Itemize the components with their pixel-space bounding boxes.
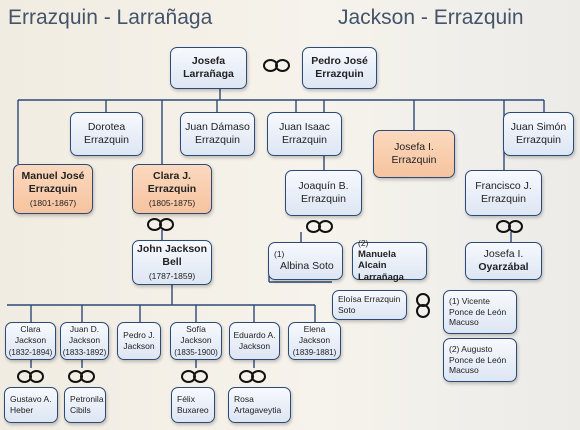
person-name: Joaquín B. Errazquin	[298, 179, 349, 205]
person-dates: (1835-1900)	[174, 347, 218, 357]
person-josefa-i-oyarzabal: Josefa I.Oyarzábal	[465, 242, 542, 280]
person-name: Pedro J. Jackson	[123, 330, 155, 351]
marriage-rings-icon	[415, 292, 433, 322]
person-juan-d-jackson: Juan D. Jackson (1833-1892)	[60, 322, 109, 360]
person-sofia-jackson: Sofía Jackson (1835-1900)	[170, 322, 222, 360]
person-francisco-j-errazquin: Francisco J. Errazquin	[465, 170, 542, 216]
person-albina-soto: (1)Albina Soto	[268, 242, 343, 280]
person-petronila-cibils: Petronila Cibils	[64, 387, 106, 423]
person-dates: (1839-1881)	[292, 347, 337, 357]
person-name: Rosa Artagaveytia	[234, 394, 282, 415]
person-name: (2) Augusto Ponce de León Macuso	[449, 344, 507, 376]
person-name: Juan Isaac Errazquin	[279, 120, 330, 146]
person-name: Clara Jackson	[14, 324, 47, 345]
person-name: Félix Buxareo	[177, 394, 209, 415]
person-juan-isaac-errazquin: Juan Isaac Errazquin	[267, 112, 342, 156]
person-name: Juan Simón Errazquin	[510, 120, 567, 146]
person-name: Clara J. Errazquin	[147, 169, 197, 195]
marriage-order: (1)	[274, 249, 285, 260]
person-name: Manuela Alcain Larrañaga	[358, 248, 404, 284]
person-surname: Oyarzábal	[478, 261, 529, 273]
marriage-rings-icon	[179, 368, 213, 386]
person-pedro-j-jackson: Pedro J. Jackson	[117, 322, 161, 360]
person-name: Eloísa Errazquin Soto	[338, 294, 401, 315]
person-name: Josefa I. Errazquin	[391, 140, 437, 166]
person-name: Josefa Larrañaga	[183, 54, 234, 80]
person-name: John Jackson Bell	[136, 243, 208, 269]
person-name: Petronila Cibils	[70, 394, 104, 415]
person-manuel-jose-errazquin: Manuel José Errazquin (1801-1867)	[13, 164, 93, 214]
person-juan-damaso-errazquin: Juan Dámaso Errazquin	[180, 112, 255, 156]
person-name: Dorotea Errazquin	[84, 120, 129, 146]
person-name: (1) Vicente Ponce de León Macuso	[449, 296, 507, 328]
person-name: Josefa I.	[483, 247, 524, 260]
marriage-rings-icon	[261, 57, 295, 75]
person-clara-j-errazquin: Clara J. Errazquin (1805-1875)	[132, 164, 212, 214]
person-felix-buxareo: Félix Buxareo	[171, 387, 215, 423]
person-dates: (1805-1875)	[148, 197, 196, 208]
person-name: Pedro José Errazquin	[311, 54, 368, 80]
right-family-title: Jackson - Errazquin	[338, 6, 524, 29]
person-augusto-ponce-de-leon: (2) Augusto Ponce de León Macuso	[443, 338, 517, 382]
person-dates: (1832-1894)	[8, 347, 53, 357]
person-name: Gustavo A. Heber	[10, 394, 52, 415]
person-name: Albina Soto	[280, 259, 334, 272]
person-dorotea-errazquin: Dorotea Errazquin	[70, 112, 143, 156]
person-dates: (1787-1859)	[148, 271, 196, 282]
marriage-rings-icon	[237, 368, 271, 386]
person-name: Francisco J. Errazquin	[475, 179, 532, 205]
person-dates: (1801-1867)	[29, 197, 77, 208]
person-gustavo-a-heber: Gustavo A. Heber	[4, 387, 58, 423]
person-name: Juan Dámaso Errazquin	[185, 120, 250, 146]
person-elena-jackson: Elena Jackson (1839-1881)	[288, 322, 341, 360]
person-pedro-jose-errazquin: Pedro José Errazquin	[302, 47, 377, 89]
marriage-rings-icon	[66, 368, 100, 386]
person-vicente-ponce-de-leon: (1) Vicente Ponce de León Macuso	[443, 290, 517, 334]
person-eduardo-a-jackson: Eduardo A. Jackson	[229, 322, 280, 360]
marriage-rings-icon	[304, 218, 338, 236]
left-family-title: Errazquin - Larrañaga	[8, 6, 213, 29]
person-name: Juan D. Jackson	[68, 324, 101, 345]
marriage-rings-icon	[145, 216, 179, 234]
person-name: Sofía Jackson	[180, 324, 212, 345]
person-manuela-alcain-larranaga: (2)Manuela Alcain Larrañaga	[352, 238, 427, 283]
person-josefa-i-errazquin: Josefa I. Errazquin	[373, 130, 455, 178]
person-dates: (1833-1892)	[62, 347, 107, 357]
person-name: Elena Jackson	[298, 324, 331, 345]
person-rosa-artagaveytia: Rosa Artagaveytia	[228, 387, 291, 423]
person-clara-jackson: Clara Jackson (1832-1894)	[5, 322, 56, 360]
person-josefa-larranaga: Josefa Larrañaga	[170, 47, 247, 89]
marriage-rings-icon	[494, 218, 528, 236]
person-name: Manuel José Errazquin	[21, 169, 85, 195]
person-joaquin-b-errazquin: Joaquín B. Errazquin	[285, 170, 362, 216]
person-juan-simon-errazquin: Juan Simón Errazquin	[503, 112, 574, 156]
marriage-order: (2)	[358, 237, 369, 248]
person-name: Eduardo A. Jackson	[233, 330, 276, 351]
person-eloisa-errazquin-soto: Eloísa Errazquin Soto	[332, 290, 407, 320]
person-john-jackson-bell: John Jackson Bell (1787-1859)	[132, 240, 212, 285]
marriage-rings-icon	[15, 368, 49, 386]
